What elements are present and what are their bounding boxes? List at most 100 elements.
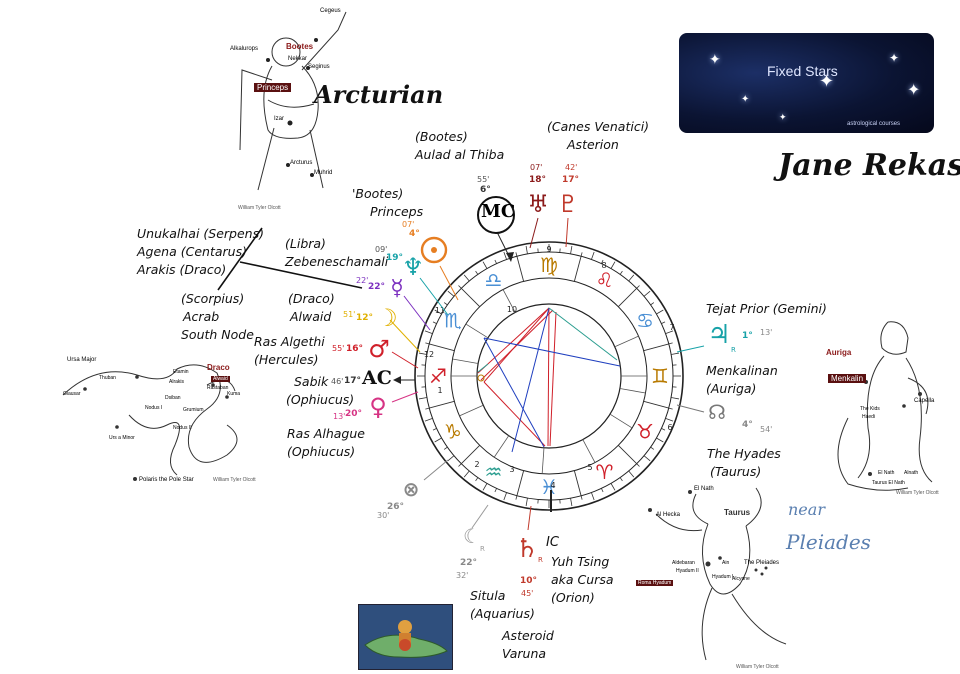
- sketch-label: Ursa Major: [67, 357, 97, 363]
- banner-star: ✦: [889, 51, 900, 65]
- sketch-label: Seginus: [308, 64, 330, 70]
- sketch-label: Ain: [722, 560, 730, 566]
- house-cusp: [541, 447, 545, 474]
- sketch-label: El Nath: [878, 470, 895, 476]
- annotation-unukalhai: Unukalhai (Serpens) Agena (Centarus) Ara…: [137, 225, 264, 279]
- annotation-line: IC: [546, 535, 559, 550]
- degree-tick: [447, 455, 455, 462]
- annotation-ras-alhague: Ras Alhague (Ophiucus): [287, 425, 365, 461]
- annotation-line: Situla: [470, 588, 506, 603]
- degree-tick: [650, 302, 655, 306]
- banner-star: ✦: [907, 80, 921, 99]
- zodiac-sign-glyph: ♐: [429, 364, 447, 388]
- annotation-line: Aulad al Thiba: [415, 147, 505, 162]
- annotation-line: (Scorpius): [181, 291, 245, 306]
- house-cusp: [502, 289, 516, 313]
- annotation-line: Varuna: [502, 646, 547, 661]
- sketch-label: Urs a Minor: [109, 435, 135, 441]
- degree-tick: [671, 397, 680, 400]
- sign-divider: [516, 470, 525, 496]
- annotation-line: Yuh Tsing: [551, 554, 610, 569]
- mars-degrees: 16°: [346, 344, 364, 354]
- sun-dot: [431, 247, 437, 253]
- mc-circle: [477, 196, 515, 234]
- annotation-line: Alwaid: [290, 309, 332, 324]
- auriga-caption: Auriga: [826, 348, 852, 357]
- mercury-glyph: ☿: [390, 276, 404, 301]
- sign-divider: [461, 444, 481, 464]
- annotation-ic: IC: [546, 534, 559, 552]
- zodiac-glyphs: ♎♍♌♋♊♉♈♓♒♑♐♏: [429, 253, 669, 499]
- banner-star: ✦: [819, 71, 835, 92]
- ac-glyph: AC: [362, 367, 392, 389]
- degree-tick: [503, 251, 507, 260]
- auriga-sketch: Auriga Menkalin Capella The Kids Haedi A…: [808, 318, 944, 498]
- degree-tick: [636, 463, 640, 467]
- zodiac-sign-glyph: ♒: [485, 460, 503, 484]
- annotation-varuna: Asteroid Varuna: [502, 627, 554, 663]
- annotation-line: (Ophiucus): [287, 444, 356, 459]
- sign-divider: [429, 343, 455, 352]
- house-number: 11: [435, 306, 445, 315]
- degree-tick: [619, 477, 623, 482]
- house-number: 4: [550, 481, 555, 490]
- sketch-label: Muhrid: [314, 170, 333, 176]
- lilith-retro: R: [480, 545, 485, 553]
- sketch-label: The Pleiades: [744, 560, 780, 566]
- mars-minutes: 55': [332, 344, 345, 353]
- degree-tick: [443, 446, 448, 450]
- degree-tick: [525, 245, 528, 254]
- taurus-figure: [648, 487, 787, 661]
- house-cusp: [459, 404, 484, 417]
- jupiter-degrees: 1°: [742, 331, 753, 341]
- aspect-hub: [477, 374, 485, 382]
- zodiac-sign-glyph: ♑: [444, 420, 462, 444]
- annotation-line: (Taurus): [710, 464, 762, 479]
- sign-divider: [617, 444, 637, 464]
- degree-tick: [463, 274, 470, 282]
- degree-tick: [515, 495, 518, 500]
- near-label: near: [788, 500, 825, 519]
- venus-minutes: 13': [333, 412, 346, 421]
- sign-divider: [617, 288, 637, 308]
- annotation-line: Zebeneschamali: [285, 254, 389, 269]
- house-cusp: [619, 388, 646, 394]
- sketch-label: Alcyone: [732, 576, 750, 582]
- pluto-glyph: ♇: [557, 190, 579, 218]
- degree-tick: [628, 274, 635, 282]
- annotation-line: Sabik: [294, 374, 329, 389]
- varuna-image: [358, 604, 453, 670]
- annotation-line: Ras Alhague: [287, 426, 365, 441]
- degree-tick: [665, 418, 674, 422]
- degree-tick: [494, 488, 497, 493]
- jupiter-minutes: 13': [760, 328, 773, 337]
- house-cusp: [582, 439, 596, 463]
- degree-tick: [475, 270, 479, 275]
- sketch-label: Izar: [274, 116, 285, 122]
- annotation-line: aka Cursa: [551, 572, 614, 587]
- annotation-hyades: The Hyades (Taurus): [707, 445, 781, 481]
- mercury-degrees: 22°: [368, 282, 386, 292]
- degree-tick: [591, 492, 595, 501]
- neptune-degrees: 19°: [386, 253, 404, 263]
- annotation-line: (Aquarius): [470, 606, 535, 621]
- varuna-figure: [364, 620, 448, 658]
- degree-tick: [619, 270, 623, 275]
- taurus-caption: Taurus: [724, 508, 751, 517]
- sun-degrees: 4°: [409, 229, 420, 239]
- house-number: 5: [587, 463, 592, 472]
- fortune-minutes: 30': [377, 511, 390, 520]
- degree-tick: [447, 290, 455, 297]
- house-cusps: [451, 289, 647, 474]
- annotation-line: (Canes Venatici): [547, 119, 650, 134]
- moon-degrees: 12°: [356, 313, 374, 323]
- author-title: Jane Rekas: [778, 148, 960, 183]
- sketch-label: Polaris the Pole Star: [139, 477, 194, 483]
- degree-tick: [482, 483, 488, 491]
- degree-tick: [494, 259, 497, 264]
- sketch-label: Dsiban: [165, 395, 181, 401]
- sign-divider: [461, 288, 481, 308]
- annotation-line: South Node: [181, 327, 254, 342]
- degree-tick: [668, 407, 673, 410]
